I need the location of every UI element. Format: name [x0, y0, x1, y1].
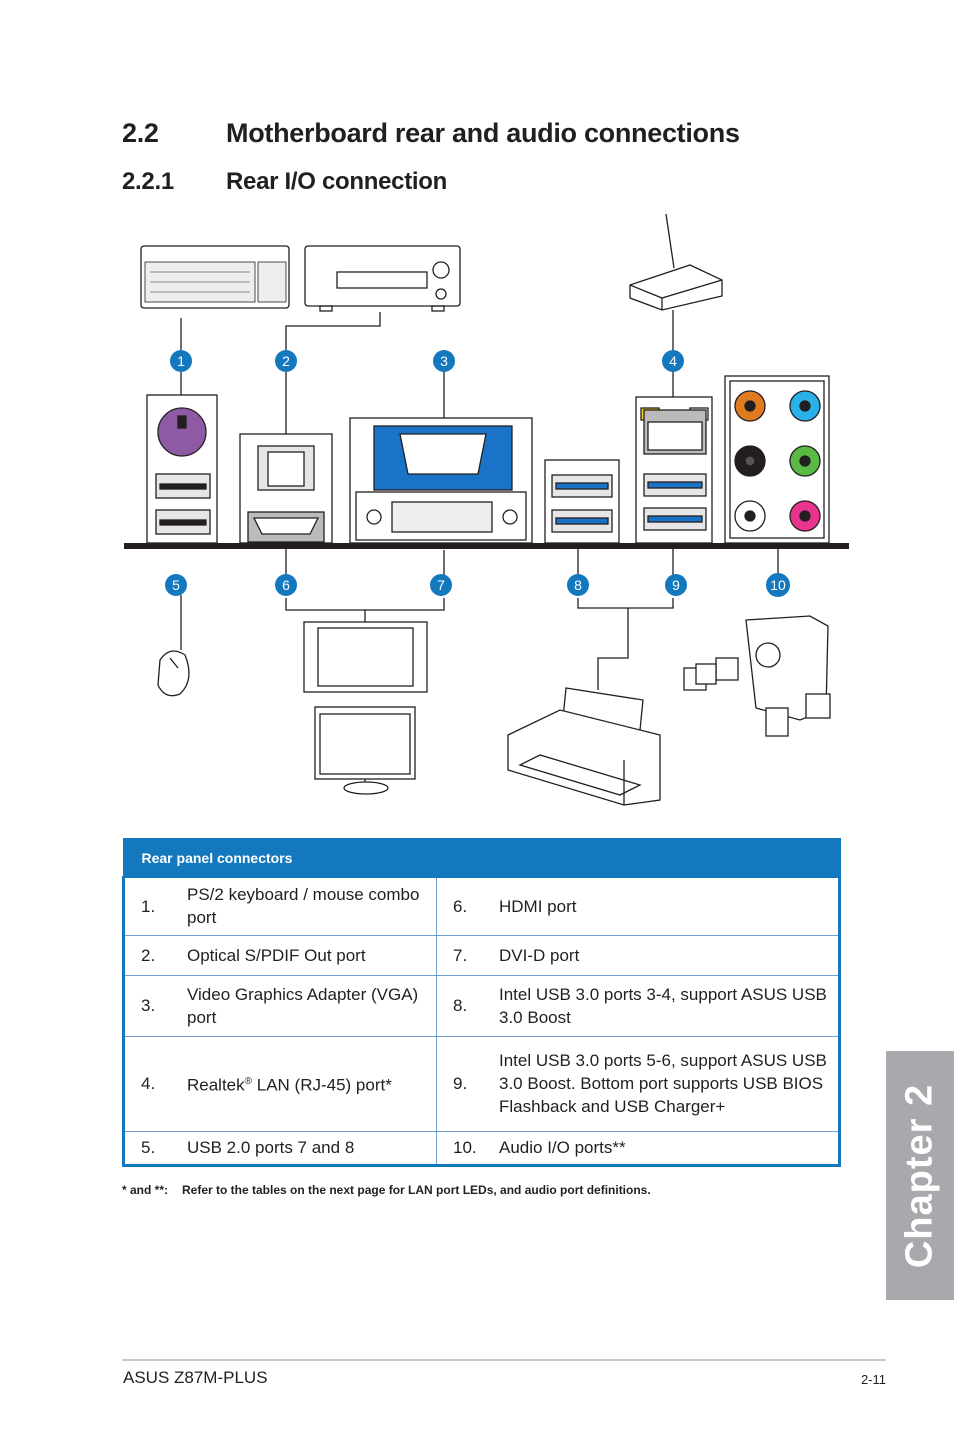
row-number: 6.	[453, 896, 468, 916]
rear-io-diagram: 1 2 3 4 5 6 7 8 9 10	[124, 213, 849, 806]
footnote: * and **: Refer to the tables on the next…	[122, 1183, 651, 1197]
row-number: 9.	[453, 1074, 468, 1093]
section-title: Motherboard rear and audio connections	[226, 118, 740, 148]
spdif-hdmi-block	[239, 433, 333, 544]
row-number: 1.	[141, 896, 156, 916]
callout-7-label: 7	[437, 577, 445, 593]
row-text: DVI-D port	[499, 945, 580, 965]
callout-2-label: 2	[282, 353, 290, 369]
callout-9-badge	[665, 574, 687, 596]
table-row: 2. Optical S/PDIF Out port 7. DVI-D port	[122, 934, 841, 976]
row-number: 2.	[141, 945, 156, 965]
row-text: Intel USB 3.0 ports 3-4, support ASUS US…	[499, 984, 827, 1027]
row-number: 3.	[141, 996, 156, 1015]
table-row: 5. USB 2.0 ports 7 and 8 10. Audio I/O por…	[122, 1130, 841, 1167]
registered-mark: ®	[244, 1076, 253, 1088]
keyboard-illustration	[140, 245, 290, 309]
row-number: 5.	[141, 1138, 156, 1157]
row-text: USB 2.0 ports 7 and 8	[187, 1138, 355, 1157]
usb3-block-8	[544, 459, 620, 544]
section-heading: 2.2 Motherboard rear and audio connection…	[122, 118, 740, 149]
footnote-text: Refer to the tables on the next page for…	[182, 1183, 651, 1197]
row-number: 4.	[141, 1074, 156, 1093]
lan-usb3-block	[635, 396, 713, 544]
subsection-number: 2.2.1	[122, 168, 174, 195]
chapter-tab-label: Chapter 2	[898, 1083, 941, 1268]
av-receiver-illustration	[304, 245, 461, 312]
realtek-label: Realtek	[187, 1075, 245, 1095]
subsection-title: Rear I/O connection	[226, 168, 448, 195]
callout-1-badge	[170, 350, 192, 372]
monitor-illustration	[303, 621, 428, 795]
callout-3-badge	[433, 350, 455, 372]
callout-5-label: 5	[172, 577, 180, 593]
callout-5-badge	[165, 574, 187, 596]
row-text: Video Graphics Adapter (VGA) port	[187, 984, 419, 1027]
row-number: 7.	[453, 945, 468, 965]
row-text: Optical S/PDIF Out port	[187, 945, 366, 965]
callout-8-badge	[567, 574, 589, 596]
footer-divider	[122, 1359, 886, 1361]
table-row: 4. Realtek® LAN (RJ-45) port* 9. Intel USB…	[122, 1035, 841, 1132]
audio-jack-block	[724, 375, 830, 544]
callout-10-badge	[766, 573, 790, 597]
callout-9-label: 9	[672, 577, 680, 593]
printer-illustration	[507, 687, 661, 806]
lan-label: LAN (RJ-45) port*	[252, 1075, 392, 1095]
io-baseplate	[124, 543, 849, 549]
speaker-illustration	[683, 615, 831, 737]
row-text: Realtek® LAN (RJ-45) port*	[187, 1070, 436, 1097]
callout-1-label: 1	[177, 353, 185, 369]
row-number: 10.	[453, 1138, 477, 1157]
footer-page-number: 2-11	[860, 1372, 886, 1387]
table-row: 1. PS/2 keyboard / mouse combo port 6. HDM…	[122, 876, 841, 936]
callout-badges: 1 2 3 4 5 6 7 8 9 10	[165, 350, 790, 597]
callout-4-badge	[662, 350, 684, 372]
vga-dvi-block	[349, 417, 533, 544]
row-text: Audio I/O ports**	[499, 1138, 626, 1157]
callout-6-badge	[275, 574, 297, 596]
router-illustration	[629, 213, 723, 311]
callout-7-badge	[430, 574, 452, 596]
chapter-side-tab: Chapter 2	[886, 1051, 954, 1300]
rear-panel-connectors-table: Rear panel connectors 1. PS/2 keyboard / …	[122, 838, 841, 1167]
footnote-key: * and **:	[122, 1183, 169, 1197]
row-number: 8.	[453, 996, 468, 1015]
ps2-usb2-block	[146, 394, 218, 544]
row-text: HDMI port	[499, 896, 577, 916]
row-text: PS/2 keyboard / mouse combo port	[187, 885, 420, 928]
callout-2-badge	[275, 350, 297, 372]
mouse-illustration	[157, 650, 190, 697]
callout-4-label: 4	[669, 353, 677, 369]
row-text: Intel USB 3.0 ports 5-6, support ASUS US…	[499, 1051, 827, 1116]
table-row: 3. Video Graphics Adapter (VGA) port 8. In…	[122, 974, 841, 1037]
table-header: Rear panel connectors	[122, 838, 841, 878]
callout-6-label: 6	[282, 577, 290, 593]
callout-3-label: 3	[440, 353, 448, 369]
footer-product-name: ASUS Z87M-PLUS	[123, 1368, 268, 1387]
section-number: 2.2	[122, 118, 159, 148]
callout-10-label: 10	[770, 577, 786, 593]
subsection-heading: 2.2.1 Rear I/O connection	[122, 168, 447, 196]
callout-8-label: 8	[574, 577, 582, 593]
